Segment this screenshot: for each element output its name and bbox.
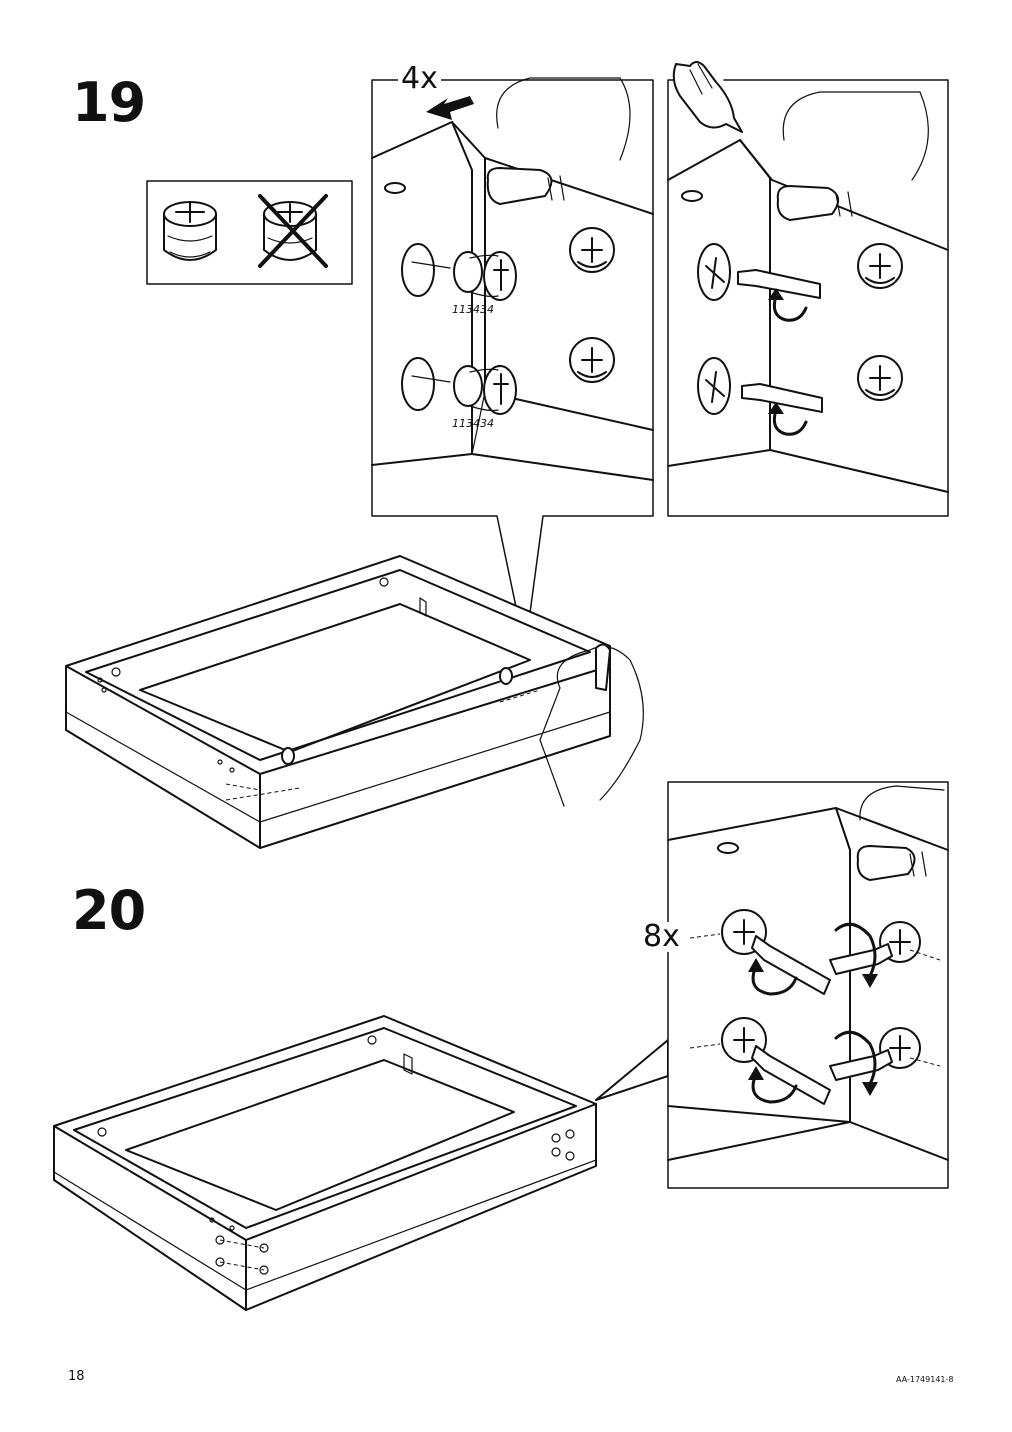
step-19-frame — [65, 555, 644, 849]
cam-lock-correct-icon — [163, 201, 217, 261]
cam-hole-icon-right-lower — [857, 355, 903, 401]
cam-lock-wrong-icon — [258, 194, 328, 268]
part-code-lower: 113434 — [452, 417, 494, 430]
step-20-detail — [667, 781, 949, 1189]
cam-hole-icon-20-upper-right — [879, 921, 921, 963]
step-19-number: 19 — [72, 71, 146, 134]
push-arrow-icon — [426, 96, 474, 120]
cam-hole-icon-20-lower-right — [879, 1027, 921, 1069]
cam-lock-orientation-box — [146, 180, 353, 285]
step-20-number: 20 — [72, 879, 146, 942]
cam-hole-icon-right-upper — [857, 243, 903, 289]
cam-lock-icon-lower — [453, 365, 517, 415]
cam-hole-icon-upper — [569, 227, 615, 273]
document-code: AA-1749141-8 — [896, 1375, 954, 1384]
step-20-frame — [53, 1015, 669, 1311]
step-19-detail-left — [371, 77, 654, 651]
step-19-detail-right — [667, 61, 949, 517]
step-19-quantity: 4x — [398, 64, 441, 94]
press-hand-icon — [672, 61, 743, 133]
rotate-arrow-icon — [768, 288, 808, 436]
rotate-arrow-icon — [748, 922, 878, 1104]
part-code-upper: 113434 — [452, 303, 494, 316]
cam-hole-icon-lower — [569, 337, 615, 383]
cam-hole-icon-20-lower-left — [721, 1017, 767, 1063]
page-number: 18 — [68, 1369, 85, 1384]
screwdriver-icon — [737, 269, 823, 413]
cam-lock-icon-upper — [453, 251, 517, 301]
cam-hole-icon-20-upper-left — [721, 909, 767, 955]
step-20-quantity: 8x — [640, 922, 683, 952]
